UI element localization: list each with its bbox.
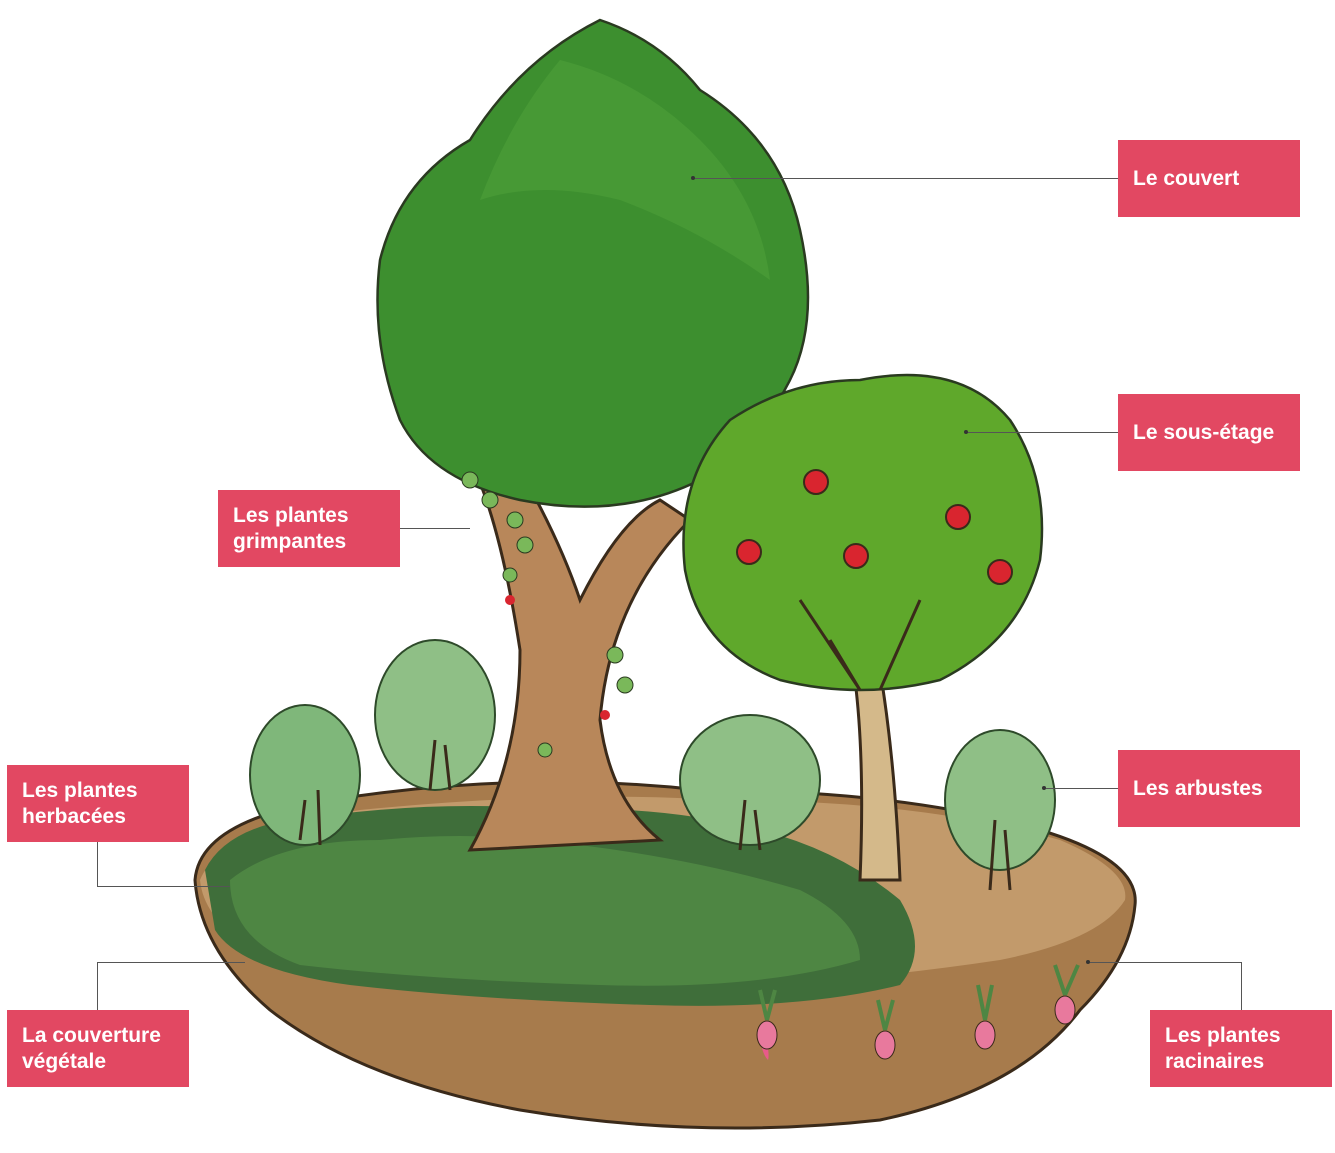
canopy-leader-line: [695, 178, 1118, 179]
apple-tree: [682, 373, 1044, 882]
label-roots: Les plantes racinaires: [1150, 1010, 1332, 1087]
label-groundcover-line2: végétale: [22, 1049, 107, 1073]
herbaceous-leader-vertical: [97, 841, 98, 887]
label-groundcover-line1: La couverture: [22, 1023, 161, 1047]
label-understory-text: Le sous-étage: [1133, 420, 1275, 444]
climbers-leader-line: [400, 528, 470, 529]
roots-leader-horizontal: [1090, 962, 1242, 963]
understory-leader-line: [968, 432, 1118, 433]
root-vegetables: [756, 964, 1080, 1060]
label-shrubs: Les arbustes: [1118, 750, 1300, 827]
ground-cover: [205, 806, 915, 1006]
left-shrubs: [249, 639, 496, 846]
label-understory: Le sous-étage: [1118, 394, 1300, 471]
right-shrubs: [679, 714, 1056, 891]
label-herbaceous-line1: Les plantes: [22, 778, 138, 802]
big-tree-canopy: [376, 18, 810, 508]
label-climbers: Les plantes grimpantes: [218, 490, 400, 567]
label-climbers-line1: Les plantes: [233, 503, 349, 527]
canopy-pointer-dot: [691, 176, 695, 180]
groundcover-leader-horizontal: [97, 962, 245, 963]
label-climbers-line2: grimpantes: [233, 529, 347, 553]
understory-pointer-dot: [964, 430, 968, 434]
shrubs-leader-line: [1046, 788, 1118, 789]
climbing-plant: [461, 471, 634, 758]
shrubs-pointer-dot: [1042, 786, 1046, 790]
label-roots-line2: racinaires: [1165, 1049, 1265, 1073]
roots-pointer-dot: [1086, 960, 1090, 964]
label-herbaceous-line2: herbacées: [22, 804, 126, 828]
big-tree-trunk: [467, 457, 693, 852]
groundcover-leader-vertical: [97, 962, 98, 1011]
label-shrubs-text: Les arbustes: [1133, 776, 1263, 800]
herbaceous-leader-horizontal: [97, 886, 230, 887]
roots-leader-vertical: [1241, 962, 1242, 1011]
label-herbaceous: Les plantes herbacées: [7, 765, 189, 842]
label-canopy: Le couvert: [1118, 140, 1300, 217]
label-groundcover: La couverture végétale: [7, 1010, 189, 1087]
label-roots-line1: Les plantes: [1165, 1023, 1281, 1047]
label-canopy-text: Le couvert: [1133, 166, 1240, 190]
